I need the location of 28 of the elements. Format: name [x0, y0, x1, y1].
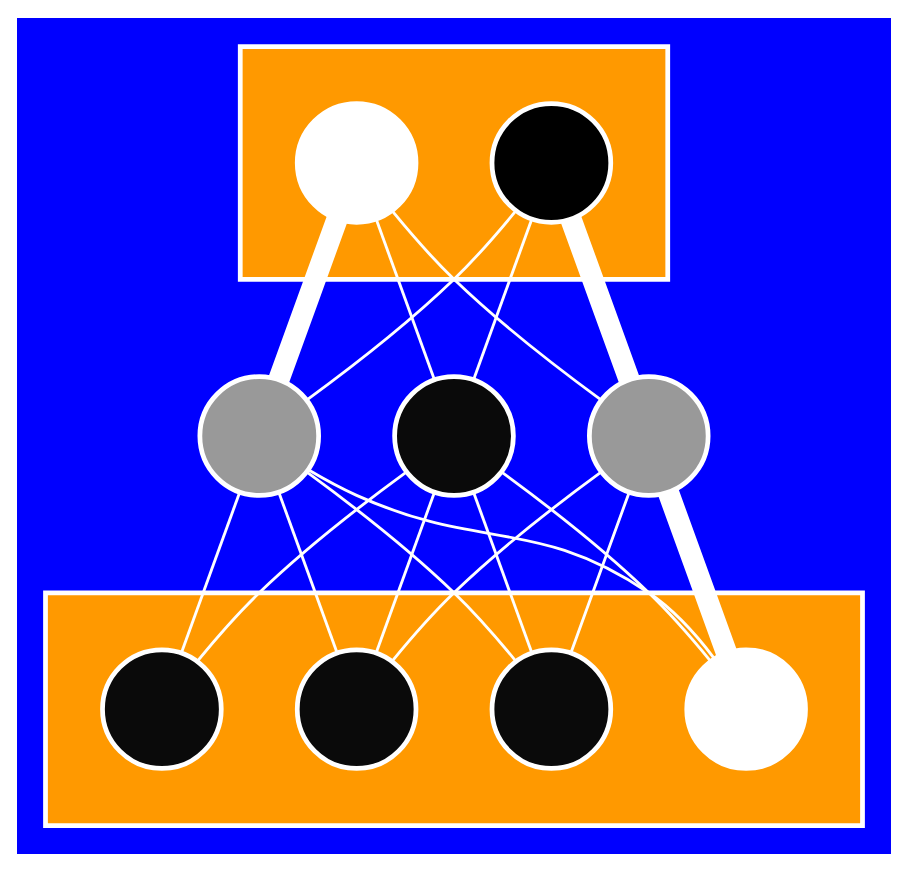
node-circle — [392, 374, 516, 498]
connector — [472, 492, 534, 653]
connector — [569, 492, 631, 653]
node-circle — [100, 647, 224, 771]
node-circle — [684, 647, 808, 771]
connector — [391, 210, 602, 401]
node-circle — [587, 374, 711, 498]
node-circle — [489, 647, 614, 771]
connector — [306, 471, 517, 662]
connector — [277, 492, 339, 653]
connector — [180, 492, 241, 653]
connector — [268, 215, 347, 384]
connector — [472, 219, 533, 380]
connector — [500, 471, 712, 662]
connector — [561, 215, 640, 384]
cluster — [43, 590, 865, 828]
connector — [196, 471, 408, 662]
connector — [375, 219, 436, 380]
node-circle — [197, 374, 321, 498]
cluster — [237, 44, 671, 282]
connector — [391, 471, 602, 662]
connector — [308, 468, 716, 659]
connector — [658, 489, 737, 657]
node-circle — [294, 101, 419, 225]
node-circle — [294, 647, 419, 771]
connector — [306, 210, 517, 401]
connector — [374, 492, 436, 653]
node-circle — [489, 101, 614, 225]
